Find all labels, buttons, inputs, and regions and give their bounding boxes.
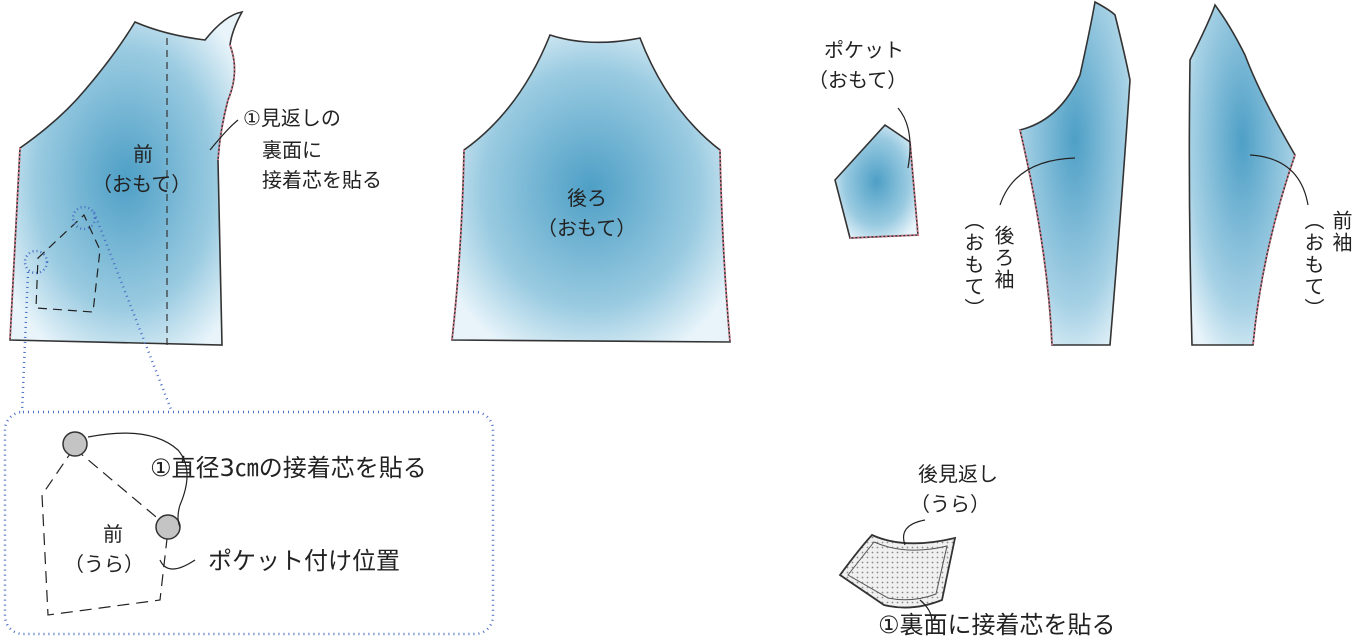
pocket-name: ポケット	[824, 38, 904, 62]
facing-note-line1: ①見返しの	[243, 106, 341, 130]
back-facing-side: （うら）	[910, 492, 990, 516]
back-piece	[451, 34, 731, 343]
detail-pocket-position-note: ポケット付け位置	[208, 547, 400, 575]
front-sleeve-name: 前袖	[1329, 210, 1353, 254]
detail-interfacing-note: ①直径3㎝の接着芯を貼る	[150, 454, 427, 482]
facing-note-line2: 裏面に	[262, 138, 322, 162]
front-side: （おもて）	[92, 172, 192, 196]
back-facing-piece	[838, 519, 957, 623]
back-sleeve-side: （おもて）	[961, 210, 985, 320]
back-sleeve-piece	[999, 0, 1131, 346]
front-sleeve-side: （おもて）	[1301, 210, 1325, 320]
back-sleeve-name: 後ろ袖	[991, 225, 1015, 291]
back-name: 後ろ	[567, 186, 607, 210]
detail-callout	[3, 211, 495, 636]
detail-front-side: （うら）	[64, 552, 144, 576]
back-side: （おもて）	[537, 216, 637, 240]
facing-note-line3: 接着芯を貼る	[262, 168, 382, 192]
pocket-side: （おもて）	[808, 68, 908, 92]
front-sleeve-piece	[1188, 3, 1309, 346]
back-facing-name: 後見返し	[918, 462, 998, 486]
back-facing-note: ①裏面に接着芯を貼る	[878, 611, 1116, 639]
detail-front-name: 前	[103, 522, 123, 546]
pocket-piece	[834, 107, 920, 239]
front-name: 前	[133, 142, 153, 166]
